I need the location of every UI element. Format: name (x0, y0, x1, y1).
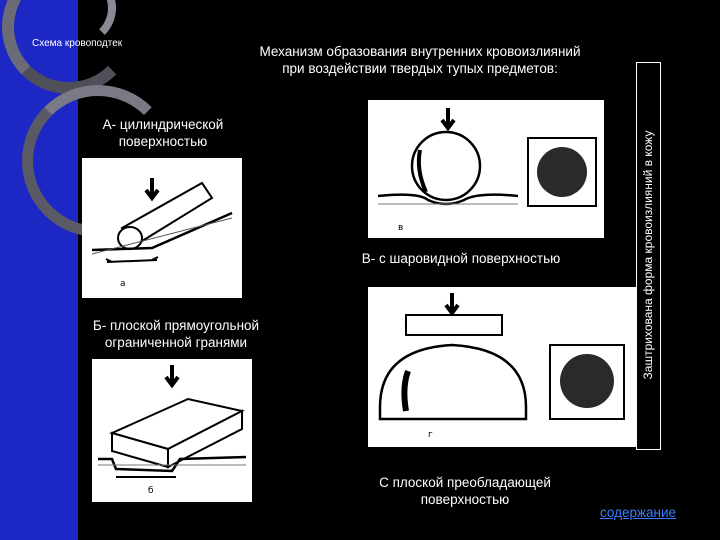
illustration-rectangular: б (92, 359, 252, 502)
illustration-cylinder: а (82, 158, 242, 298)
label-cylindrical: А- цилиндрической поверхностью (102, 117, 224, 149)
vertical-note-box (636, 62, 661, 450)
slide-caption: Схема кровоподтек (32, 38, 123, 49)
svg-text:а: а (120, 279, 126, 289)
svg-text:б: б (148, 486, 154, 496)
decorative-ring (40, 0, 116, 46)
slide-title: Механизм образования внутренних кровоизл… (259, 44, 581, 76)
svg-text:г: г (428, 430, 433, 440)
label-rectangular: Б- плоской прямоугольной ограниченной гр… (92, 318, 260, 350)
illustration-sphere: в (368, 100, 604, 238)
label-spherical: В- с шаровидной поверхностью (361, 251, 561, 266)
svg-text:в: в (398, 223, 403, 233)
contents-link[interactable]: содержание (600, 505, 677, 520)
vertical-note: Заштрихована форма кровоизлияний в кожу (641, 130, 655, 380)
illustration-flat: г (368, 287, 636, 447)
label-flat: С плоской преобладающей поверхностью (379, 475, 551, 507)
